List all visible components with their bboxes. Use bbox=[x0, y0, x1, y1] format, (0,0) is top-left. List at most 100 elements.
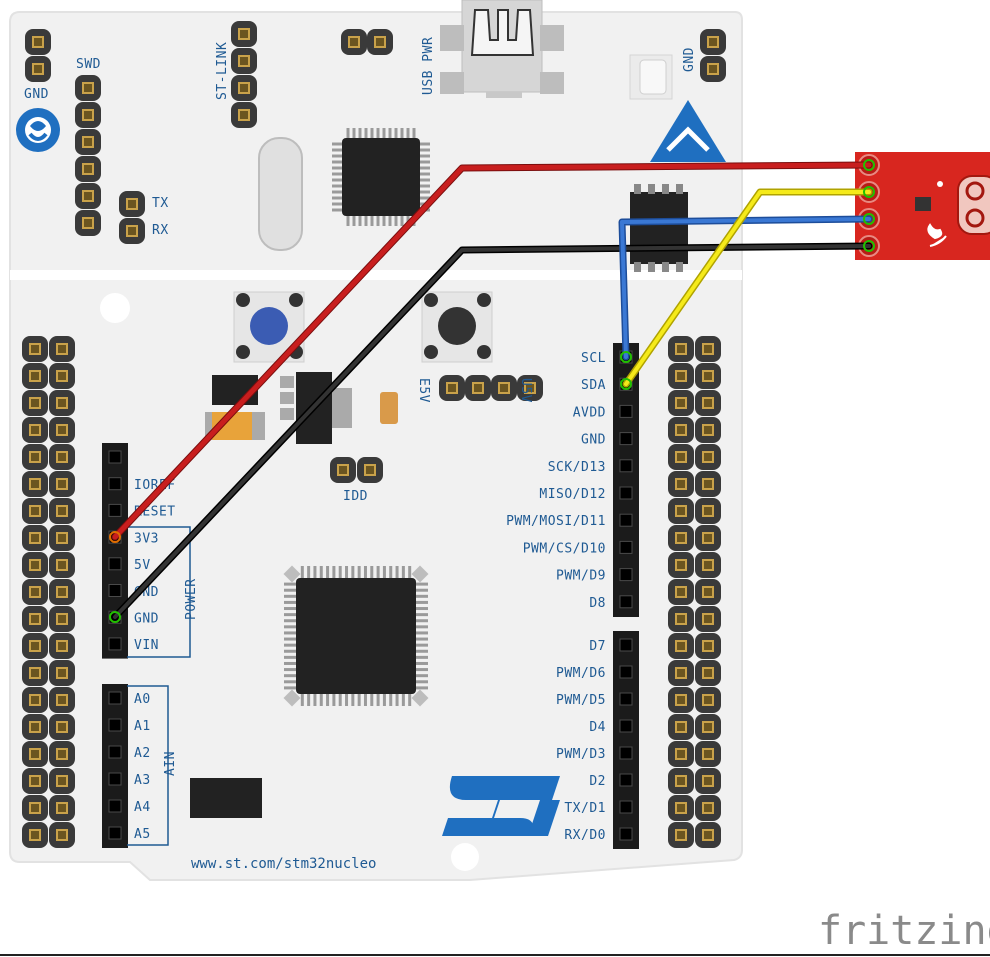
board-url: www.st.com/stm32nucleo bbox=[191, 856, 376, 872]
power-group-label: POWER bbox=[184, 578, 199, 620]
usbpwr-label: USB PWR bbox=[421, 37, 436, 95]
pin-label: VIN bbox=[134, 638, 159, 653]
gnd-header-right bbox=[700, 29, 726, 82]
tx-label: TX bbox=[152, 196, 169, 211]
header-socket bbox=[619, 432, 633, 446]
header-socket bbox=[619, 746, 633, 760]
txrx-header bbox=[119, 191, 145, 244]
idd-label: IDD bbox=[343, 489, 368, 504]
sensor-mount-holes bbox=[957, 175, 990, 235]
pin-label: A1 bbox=[134, 719, 151, 734]
analog-header bbox=[102, 684, 128, 848]
led-component bbox=[629, 54, 673, 100]
header-socket bbox=[619, 638, 633, 652]
usb-connector-icon bbox=[440, 0, 564, 98]
header-socket bbox=[619, 568, 633, 582]
gnd-header-left bbox=[25, 29, 51, 82]
pin-label: PWM/CS/D10 bbox=[523, 541, 606, 556]
header-socket bbox=[619, 540, 633, 554]
header-socket bbox=[108, 637, 122, 651]
nucleo-board bbox=[9, 11, 743, 881]
black-component bbox=[190, 778, 262, 818]
pin-label: MISO/D12 bbox=[539, 487, 606, 502]
header-socket bbox=[108, 799, 122, 813]
pin-label: SDA bbox=[581, 378, 606, 393]
u5v-label: U5V bbox=[518, 378, 533, 403]
pin-label: D4 bbox=[589, 720, 606, 735]
header-socket bbox=[108, 557, 122, 571]
pin-label: A4 bbox=[134, 800, 151, 815]
pin-label: PWM/D5 bbox=[556, 693, 606, 708]
swd-label: SWD bbox=[76, 57, 101, 72]
reset-button bbox=[421, 291, 493, 363]
pin-label: AVDD bbox=[573, 405, 606, 420]
st-logo-icon bbox=[442, 776, 560, 836]
header-socket bbox=[108, 772, 122, 786]
header-socket bbox=[619, 692, 633, 706]
morpho-right-header bbox=[668, 336, 721, 848]
header-socket bbox=[108, 718, 122, 732]
header-socket bbox=[619, 459, 633, 473]
wires bbox=[109, 159, 875, 623]
power-header bbox=[102, 443, 128, 659]
header-socket bbox=[619, 595, 633, 609]
pin-label: GND bbox=[134, 612, 159, 627]
e5v-jumper bbox=[439, 375, 543, 401]
header-socket bbox=[619, 404, 633, 418]
gnd-label-right: GND bbox=[682, 47, 697, 72]
header-socket bbox=[619, 719, 633, 733]
pin-label: SCL bbox=[581, 351, 606, 366]
header-socket bbox=[108, 691, 122, 705]
pin-label: 5V bbox=[134, 558, 151, 573]
gnd-label-left: GND bbox=[24, 87, 49, 102]
swd-header bbox=[75, 75, 101, 236]
header-socket bbox=[108, 477, 122, 491]
sparkfun-flame-icon bbox=[927, 223, 947, 247]
header-socket bbox=[619, 486, 633, 500]
pin-label: A3 bbox=[134, 773, 151, 788]
e5v-label: E5V bbox=[416, 378, 431, 403]
pin-label: 3V3 bbox=[134, 531, 159, 546]
pin-label: A5 bbox=[134, 827, 151, 842]
header-socket bbox=[108, 450, 122, 464]
header-socket bbox=[619, 773, 633, 787]
esd-warning-icon bbox=[650, 100, 726, 162]
pin-label: D7 bbox=[589, 639, 606, 654]
idd-jumper bbox=[330, 457, 383, 483]
stlink-logo-icon bbox=[16, 108, 60, 152]
pin-label: A2 bbox=[134, 746, 151, 761]
header-socket bbox=[619, 827, 633, 841]
soic8-chip bbox=[630, 184, 688, 272]
stlink-mcu-chip bbox=[332, 128, 430, 226]
stlink-header bbox=[231, 21, 257, 128]
header-socket bbox=[619, 665, 633, 679]
sensor-breakout-board bbox=[855, 152, 990, 260]
pin-label: PWM/D9 bbox=[556, 569, 606, 584]
ain-bracket bbox=[127, 685, 169, 846]
pin-label: GND bbox=[581, 433, 606, 448]
fritzing-watermark: fritzing bbox=[818, 908, 990, 954]
power-bracket bbox=[127, 526, 191, 658]
header-socket bbox=[108, 826, 122, 840]
pin-label: PWM/D3 bbox=[556, 747, 606, 762]
digital-lower-header bbox=[613, 631, 639, 849]
sensor-pins bbox=[858, 154, 880, 257]
pin-label: SCK/D13 bbox=[548, 460, 606, 475]
pin-label: D2 bbox=[589, 774, 606, 789]
pin-label: TX/D1 bbox=[564, 801, 606, 816]
morpho-left-header bbox=[22, 336, 75, 848]
pin-label: PWM/MOSI/D11 bbox=[506, 514, 606, 529]
header-socket bbox=[108, 584, 122, 597]
rx-label: RX bbox=[152, 223, 169, 238]
pin-label: D8 bbox=[589, 596, 606, 611]
stlink-label: ST-LINK bbox=[215, 42, 230, 100]
usbpwr-jumper bbox=[341, 29, 393, 55]
header-socket bbox=[108, 745, 122, 759]
ain-group-label: AIN bbox=[163, 751, 178, 776]
pin-label: A0 bbox=[134, 692, 151, 707]
header-socket bbox=[619, 513, 633, 527]
digital-upper-labels: SCL SDA AVDD GND SCK/D13MISO/D12PWM/MOSI/D11… bbox=[506, 351, 606, 611]
